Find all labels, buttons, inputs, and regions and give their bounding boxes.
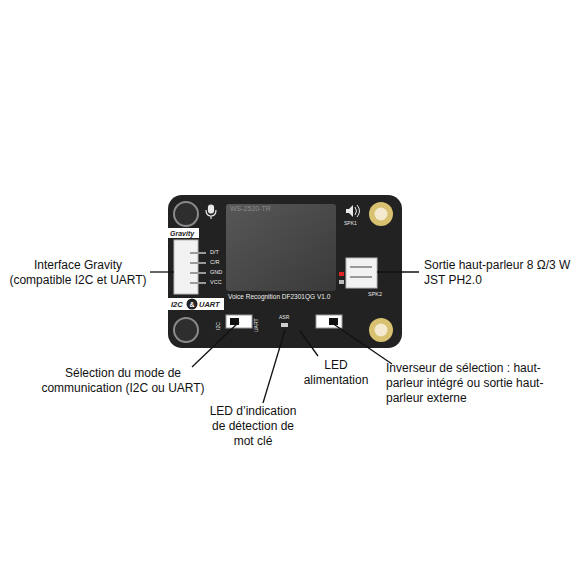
interface-name: Gravity [170,230,194,237]
mounting-hole [375,208,388,221]
speaker-module [226,204,336,291]
mounting-hole [369,318,393,342]
gravity-connector [174,240,198,294]
mounting-hole [375,324,388,337]
led-name: ASR [279,315,289,320]
switch-label: UART [254,318,259,332]
mounting-hole [174,202,198,226]
connector-pins [350,267,372,277]
mounting-hole [369,202,393,226]
callout-text: Sélection du mode de communication (I2C … [40,366,206,396]
part-name: SPK2 [368,292,382,298]
interface-name: I2C [171,301,183,309]
callout-text: LED d’indication de détection de mot clé [204,404,302,449]
callout-text: Inverseur de sélection : haut-parleur in… [386,361,564,406]
callout-text: Sortie haut-parleur 8 Ω/3 W JST PH2.0 [424,258,582,288]
callout-text: Interface Gravity (compatible I2C et UAR… [3,258,153,288]
part-name: SPK1 [344,221,357,226]
interface-name: UART [199,301,220,309]
board-name: Voice Recognition DF2301QG V1.0 [228,294,330,301]
connector-pins [190,253,206,283]
microphone-icon [206,205,216,219]
pin-name: VCC [210,280,222,286]
interface-tab [168,298,224,310]
power-led [339,272,344,276]
speaker-icon [346,205,360,217]
ampersand-badge [187,299,198,310]
asr-led [281,323,288,327]
pcb-board [168,195,402,348]
switch-label: I2C [216,322,221,330]
mode-switch [226,315,252,328]
pin-name: GND [210,270,222,276]
interface-name: & [190,301,195,308]
pin-name: D/T [210,250,219,256]
part-number: WS-2520-TR [230,205,271,212]
callout-text: LED alimentation [296,358,376,388]
mounting-hole [174,318,198,342]
gravity-tab [168,228,199,238]
pin-name: C/R [210,260,219,266]
led-pad [339,280,344,284]
speaker-connector [346,258,377,288]
speaker-switch [316,315,342,328]
